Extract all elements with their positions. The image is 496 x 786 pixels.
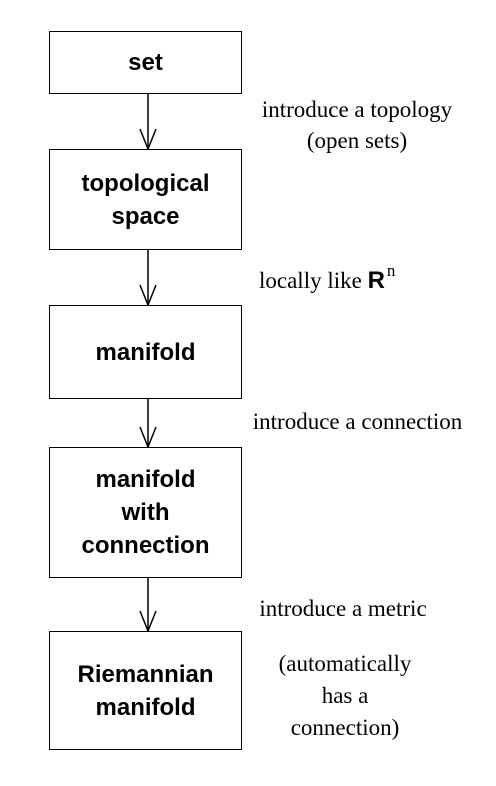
topological-space-line-2: space: [111, 202, 180, 230]
connection-note-text: introduce a connection: [252, 409, 463, 434]
arrow-manifold-to-manifold-with-connection: [139, 399, 157, 450]
metric-note: introduce a metric: [240, 595, 446, 622]
set-box: set: [49, 31, 242, 94]
automatic-note-line-1: (automatically: [278, 651, 412, 676]
set-box-label: set: [128, 49, 163, 76]
arrow-topological-space-to-manifold: [139, 250, 157, 308]
automatic-connection-note: (automatically has a connection): [255, 648, 435, 744]
manifold-box: manifold: [49, 305, 242, 399]
riemannian-manifold-line-2: manifold: [95, 693, 196, 721]
reals-symbol: R: [367, 267, 385, 294]
topology-note-line-2: (open sets): [306, 128, 408, 153]
topology-note-line-1: introduce a topology: [261, 97, 453, 122]
topology-note: introduce a topology (open sets): [240, 96, 474, 154]
manifold-box-label: manifold: [95, 338, 196, 366]
topological-space-line-1: topological: [81, 169, 210, 197]
manifold-with-connection-line-2: with: [121, 499, 170, 526]
manifold-with-connection-line-3: connection: [81, 532, 210, 559]
arrow-set-to-topological-space: [139, 94, 157, 152]
connection-note: introduce a connection: [229, 408, 486, 435]
locally-like-text: locally like: [259, 268, 362, 293]
topological-space-box: topological space: [49, 149, 242, 250]
automatic-note-line-3: connection): [290, 715, 400, 740]
riemannian-manifold-line-1: Riemannian: [77, 660, 214, 688]
arrow-manifold-with-connection-to-riemannian-manifold: [139, 578, 157, 634]
manifold-with-connection-box: manifold with connection: [49, 447, 242, 578]
metric-note-text: introduce a metric: [259, 596, 427, 621]
riemannian-manifold-box: Riemannian manifold: [49, 631, 242, 750]
automatic-note-line-2: has a: [321, 683, 369, 708]
manifold-with-connection-line-1: manifold: [95, 466, 196, 493]
dimension-superscript: n: [386, 261, 396, 280]
